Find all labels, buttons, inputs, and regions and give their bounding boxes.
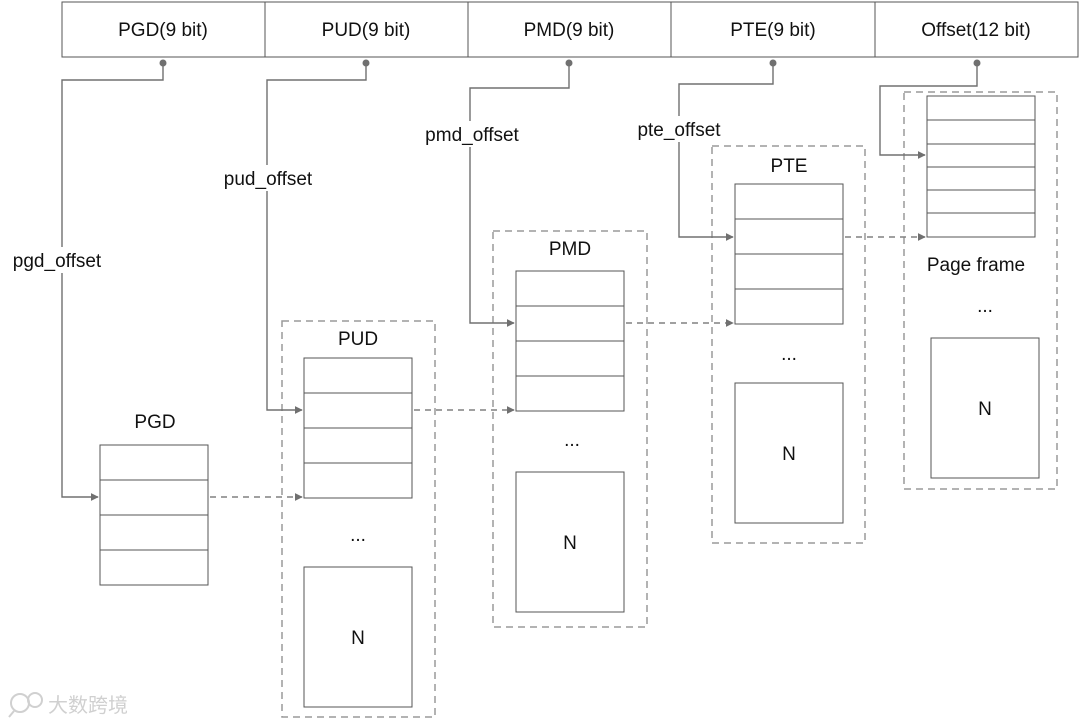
field-pud (264, 1, 469, 58)
pmd-entry (515, 270, 625, 307)
table-links (210, 233, 926, 501)
pmd-n-label: N (563, 533, 577, 554)
pgd-offset-label: pgd_offset (13, 251, 102, 272)
pte-offset-arrow (678, 63, 774, 241)
pmd-title: PMD (549, 239, 591, 260)
page-frame-entry-n (930, 337, 1040, 479)
pgd-title: PGD (134, 412, 175, 433)
pmd-ellipsis: ... (564, 430, 580, 451)
page-frame-entry (926, 212, 1036, 238)
pte-offset-label: pte_offset (637, 120, 721, 141)
pud-offset-label: pud_offset (224, 169, 313, 190)
field-pte (670, 1, 876, 58)
pud-entry-highlight (303, 392, 413, 429)
pte-entry-highlight (734, 218, 844, 255)
pud-entry (303, 357, 413, 394)
pud-entry-n (303, 566, 413, 708)
watermark: 大数跨境 (8, 692, 128, 718)
page-frame-title: Page frame (927, 255, 1025, 276)
field-pgd-label: PGD(9 bit) (118, 20, 208, 41)
field-pgd (61, 1, 266, 58)
pud-offset-label-bg (214, 165, 322, 191)
pgd-entry (99, 549, 209, 586)
virtual-address-bar: PGD(9 bit) PUD(9 bit) PMD(9 bit) PTE(9 b… (61, 1, 1079, 58)
pgd-offset-label-bg (4, 247, 110, 273)
pte-entry-n (734, 382, 844, 524)
pmd-offset-label-bg (416, 121, 528, 147)
pud-offset-arrow (266, 63, 367, 414)
offset-labels: pgd_offset pud_offset pmd_offset pte_off… (4, 116, 730, 273)
pmd-table: PMD ... N (515, 239, 625, 613)
pte-title: PTE (771, 156, 808, 177)
page-frame-entry (926, 95, 1036, 121)
field-pmd (467, 1, 672, 58)
pgd-entry (99, 444, 209, 481)
field-pte-label: PTE(9 bit) (730, 20, 816, 41)
pud-table: PUD ... N (303, 329, 413, 708)
pmd-entry (515, 375, 625, 412)
pud-title: PUD (338, 329, 378, 350)
page-frame-table: Page frame ... N (926, 95, 1040, 479)
page-offset-arrow (879, 63, 978, 159)
pte-ellipsis: ... (781, 344, 797, 365)
pte-entry (734, 253, 844, 290)
field-pmd-label: PMD(9 bit) (524, 20, 615, 41)
pgd-entry (99, 514, 209, 551)
page-frame-ellipsis: ... (977, 296, 993, 317)
pte-entry (734, 183, 844, 220)
chat-bubble-logo (8, 692, 43, 718)
field-offset (874, 1, 1079, 58)
page-frame-entry-highlight (926, 143, 1036, 168)
pte-n-label: N (782, 444, 796, 465)
pmd-entry-n (515, 471, 625, 613)
pud-ellipsis: ... (350, 525, 366, 546)
pte-entry (734, 288, 844, 325)
pte-offset-label-bg (628, 116, 730, 142)
pgd-offset-arrow (61, 63, 164, 501)
page-frame-entry (926, 166, 1036, 191)
watermark-text: 大数跨境 (48, 693, 128, 717)
pmd-entry (515, 340, 625, 377)
pud-entry (303, 427, 413, 464)
pgd-table: PGD (99, 412, 209, 586)
page-frame-n-label: N (978, 399, 992, 420)
field-pud-label: PUD(9 bit) (322, 20, 411, 41)
pte-table: PTE ... N (734, 156, 844, 524)
pud-n-label: N (351, 628, 365, 649)
page-frame-entry (926, 189, 1036, 214)
offset-connectors (61, 59, 981, 501)
pud-entry (303, 462, 413, 499)
pmd-offset-label: pmd_offset (425, 125, 519, 146)
pmd-offset-arrow (469, 63, 570, 327)
page-frame-entry (926, 119, 1036, 145)
field-offset-label: Offset(12 bit) (921, 20, 1030, 41)
pmd-entry-highlight (515, 305, 625, 342)
pgd-entry-highlight (99, 479, 209, 516)
